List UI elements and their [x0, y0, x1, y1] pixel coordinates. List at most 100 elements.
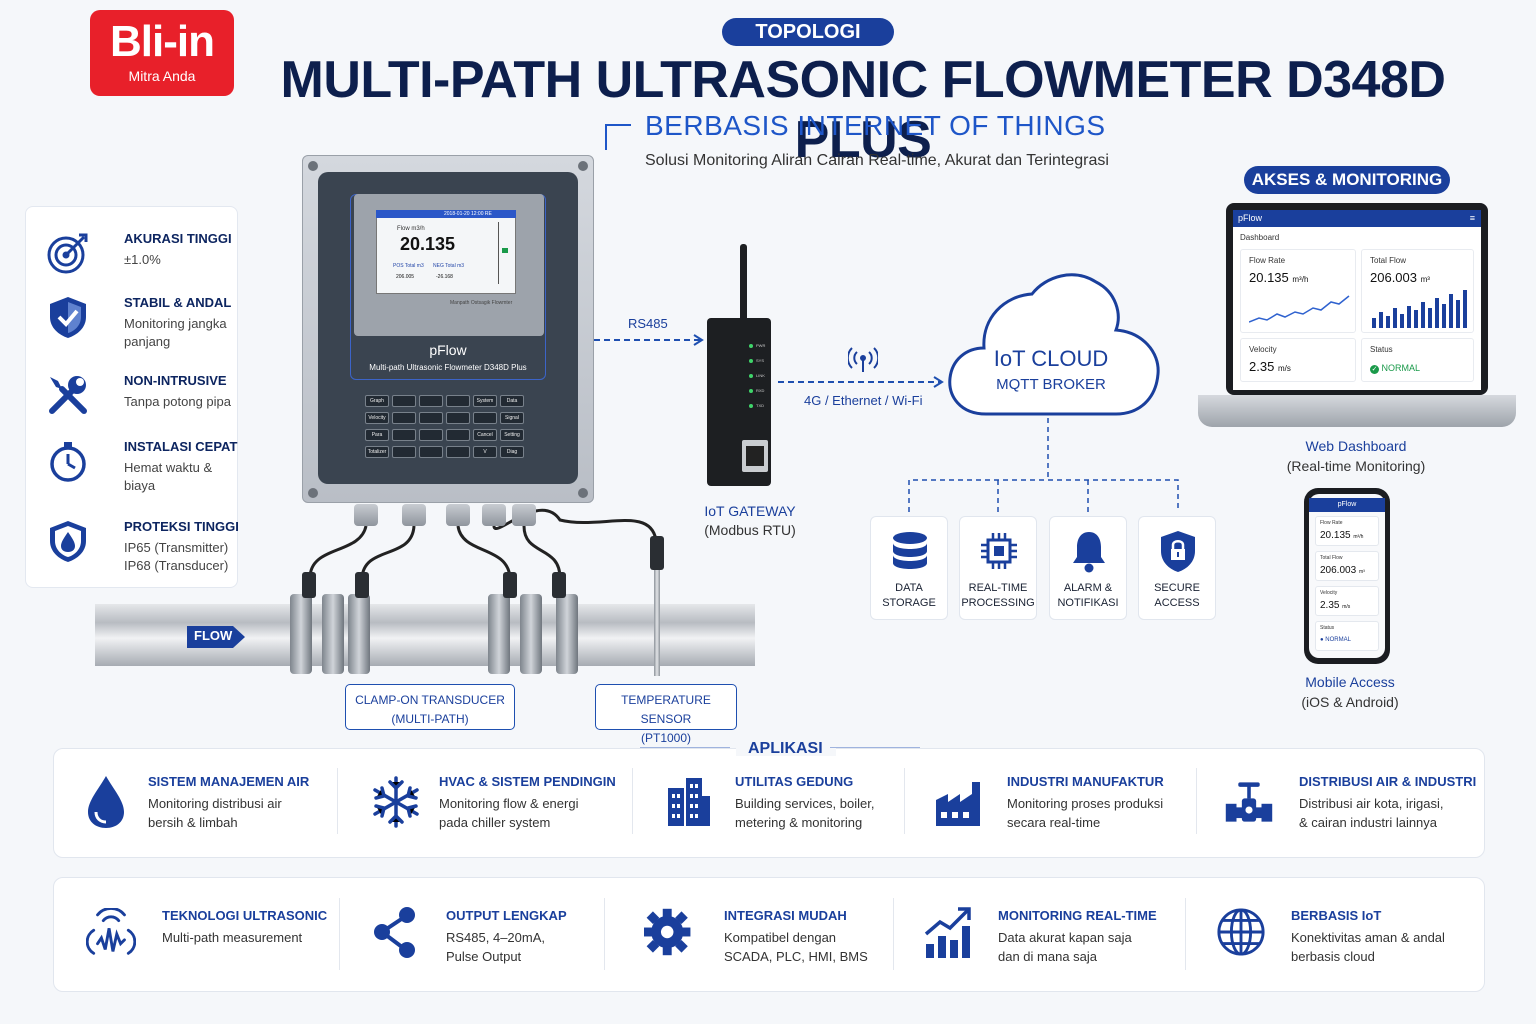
- app-title-rule: [830, 747, 920, 748]
- keypad-key[interactable]: [446, 412, 470, 424]
- mobile-appbar: pFlow: [1309, 498, 1385, 512]
- gateway-led-label: PWR: [756, 343, 766, 348]
- card-title: Velocity: [1249, 345, 1277, 354]
- card-value: 20.135 m³/h: [1320, 530, 1364, 541]
- mobile-access-title: Mobile Access: [1305, 674, 1395, 690]
- keypad-key[interactable]: Diag: [500, 446, 524, 458]
- screen-flow-label: Flow m3/h: [397, 226, 425, 232]
- transducer-head: [302, 572, 316, 598]
- web-dashboard-label: Web Dashboard (Real-time Monitoring): [1256, 436, 1456, 476]
- cable-gland: [512, 504, 536, 526]
- keypad-key[interactable]: Signal: [500, 412, 524, 424]
- keypad-key[interactable]: [419, 395, 443, 407]
- application-title: UTILITAS GEDUNG: [735, 774, 854, 789]
- keypad-key[interactable]: [419, 446, 443, 458]
- dashboard-card-status: Status ✓ NORMAL: [1361, 338, 1474, 382]
- keypad-key[interactable]: Velocity: [365, 412, 389, 424]
- features-panel: AKURASI TINGGI ±1.0% STABIL & ANDAL Moni…: [25, 206, 239, 588]
- dashboard-card-velocity: Velocity 2.35 m/s: [1240, 338, 1356, 382]
- keypad-key[interactable]: [392, 412, 416, 424]
- gateway-antenna: [740, 244, 747, 322]
- gateway-led-label: RXD: [756, 388, 765, 393]
- dashboard-appbar: pFlow ≡: [1233, 210, 1481, 227]
- gateway-sub: (Modbus RTU): [704, 522, 796, 538]
- web-dashboard-title: Web Dashboard: [1305, 438, 1407, 454]
- menu-icon[interactable]: ≡: [1469, 213, 1475, 223]
- flowmeter-screen: [376, 210, 516, 294]
- keypad-key[interactable]: [392, 446, 416, 458]
- feature-title: STABIL & ANDAL: [124, 295, 232, 310]
- keypad-key[interactable]: [446, 429, 470, 441]
- service-alarm-notification: ALARM &NOTIFIKASI: [1049, 516, 1127, 620]
- transducer-label-line1: CLAMP-ON TRANSDUCER: [355, 693, 505, 707]
- shield-drop-icon: [50, 521, 86, 562]
- keypad-key[interactable]: V: [473, 446, 497, 458]
- technology-panel: [53, 877, 1485, 992]
- application-title: HVAC & SISTEM PENDINGIN: [439, 774, 616, 789]
- keypad-key[interactable]: [392, 395, 416, 407]
- keypad-key[interactable]: Para: [365, 429, 389, 441]
- keypad-key[interactable]: [446, 395, 470, 407]
- ultrasonic-icon: [86, 908, 136, 955]
- keypad-key[interactable]: Cancel: [473, 429, 497, 441]
- cloud-sub: MQTT BROKER: [996, 376, 1106, 393]
- temp-label-line1: TEMPERATURE SENSOR: [621, 693, 711, 726]
- keypad-key[interactable]: [392, 429, 416, 441]
- screen-titlebar: [376, 210, 516, 218]
- card-title: Total Flow: [1370, 256, 1407, 265]
- keypad-key[interactable]: System: [473, 395, 497, 407]
- gateway-led: [749, 404, 753, 408]
- temp-label-line2: (PT1000): [640, 731, 692, 745]
- page-title: MULTI-PATH ULTRASONIC FLOWMETER D348D PL…: [280, 51, 1446, 169]
- cable-gland: [354, 504, 378, 526]
- keypad-key[interactable]: Totalizer: [365, 446, 389, 458]
- status-badge: ✓ NORMAL: [1370, 363, 1421, 374]
- keypad-key[interactable]: Setting: [500, 429, 524, 441]
- check-circle-icon: ✓: [1370, 365, 1379, 374]
- keypad-key[interactable]: [419, 429, 443, 441]
- divider: [1185, 898, 1186, 970]
- application-title: DISTRIBUSI AIR & INDUSTRI: [1299, 774, 1477, 789]
- stopwatch-icon: [50, 442, 86, 482]
- keypad-key[interactable]: Graph: [365, 395, 389, 407]
- laptop-base: [1198, 395, 1516, 427]
- keypad-key[interactable]: [473, 412, 497, 424]
- screen-brand-text: Manpath Ostsagik Flowmter: [450, 300, 513, 306]
- tools-icon: [49, 376, 87, 414]
- card-title: Status: [1370, 345, 1393, 354]
- dashboard-app-name: pFlow: [1238, 213, 1263, 223]
- transducer-label: CLAMP-ON TRANSDUCER (MULTI-PATH): [345, 684, 515, 730]
- technology-title: INTEGRASI MUDAH: [724, 908, 847, 923]
- brand-logo: Bli-in Mitra Anda: [90, 10, 234, 96]
- cable-gland: [482, 504, 506, 526]
- keypad-key[interactable]: Data: [500, 395, 524, 407]
- device-model: Multi-path Ultrasonic Flowmeter D348D Pl…: [369, 363, 527, 372]
- cable-gland: [402, 504, 426, 526]
- factory-icon: [936, 782, 980, 826]
- gateway-led: [749, 374, 753, 378]
- technology-title: OUTPUT LENGKAP: [446, 908, 567, 923]
- ethernet-port-socket: [746, 446, 764, 466]
- screen-neg-value: -26.168: [436, 274, 453, 280]
- card-title: Status: [1320, 625, 1335, 631]
- rs485-label: RS485: [628, 316, 668, 331]
- mobile-card-flow: Flow Rate 20.135 m³/h: [1315, 516, 1379, 546]
- screw: [308, 488, 318, 498]
- transducer-clamp: [322, 594, 344, 674]
- divider: [893, 898, 894, 970]
- keypad-key[interactable]: [446, 446, 470, 458]
- globe-icon: [1217, 908, 1265, 956]
- page-subtitle: Solusi Monitoring Aliran Cairan Real-tim…: [645, 152, 1109, 169]
- screw: [578, 161, 588, 171]
- database-icon: [893, 532, 927, 569]
- gateway-led: [749, 389, 753, 393]
- technology-title: BERBASIS IoT: [1291, 908, 1382, 923]
- transducer-clamp: [556, 594, 578, 674]
- keypad-key[interactable]: [419, 412, 443, 424]
